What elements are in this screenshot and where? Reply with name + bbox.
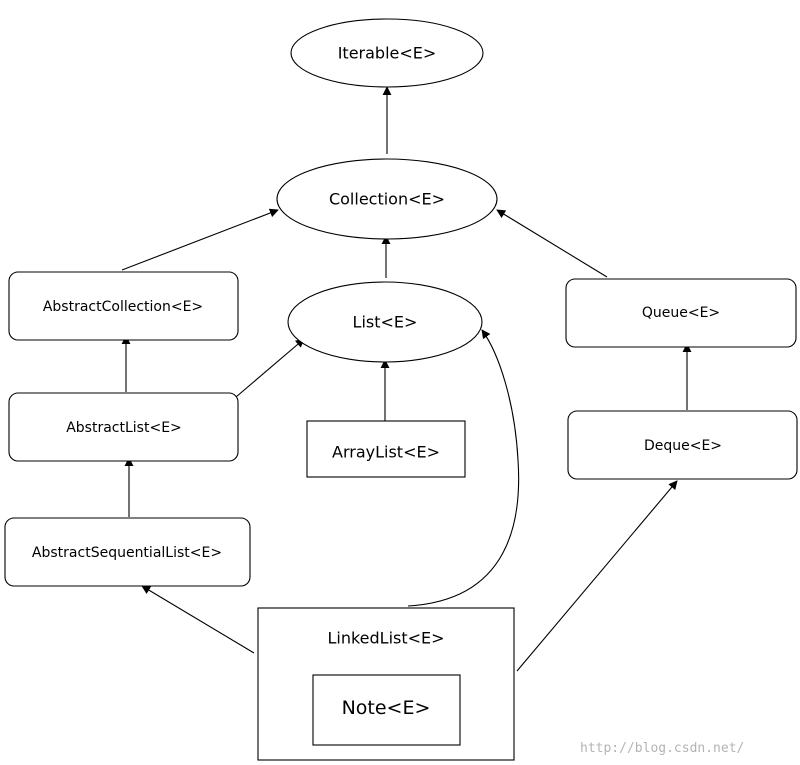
edge-linkedlist-to-deque [516, 480, 678, 672]
node-abstract-list-label: AbstractList<E> [66, 420, 182, 436]
node-abstract-collection-label: AbstractCollection<E> [43, 299, 203, 315]
node-deque-label: Deque<E> [644, 438, 722, 454]
edge-queue-to-collection [496, 209, 608, 278]
node-abstract-sequential-list: AbstractSequentialList<E> [4, 517, 251, 587]
node-array-list-label: ArrayList<E> [332, 443, 440, 462]
node-collection: Collection<E> [276, 158, 498, 240]
node-queue: Queue<E> [565, 278, 797, 348]
node-collection-label: Collection<E> [329, 190, 445, 209]
node-abstract-collection: AbstractCollection<E> [8, 271, 239, 341]
node-linked-list-label: LinkedList<E> [327, 629, 444, 648]
node-note: Note<E> [312, 674, 461, 746]
node-list-label: List<E> [353, 313, 418, 332]
node-list: List<E> [287, 281, 483, 363]
node-linked-list: LinkedList<E> Note<E> [257, 607, 515, 761]
node-array-list: ArrayList<E> [306, 420, 466, 478]
edge-abstractcollection-to-collection [121, 208, 279, 271]
edge-linkedlist-to-list [407, 329, 520, 607]
watermark-text: http://blog.csdn.net/ [580, 741, 744, 756]
edge-abstractlist-to-list [235, 338, 305, 398]
node-note-label: Note<E> [342, 697, 431, 719]
node-queue-label: Queue<E> [642, 305, 720, 321]
node-iterable-label: Iterable<E> [338, 44, 437, 63]
node-iterable: Iterable<E> [290, 18, 484, 88]
node-deque: Deque<E> [567, 410, 798, 480]
node-abstract-list: AbstractList<E> [8, 392, 239, 462]
node-abstract-sequential-list-label: AbstractSequentialList<E> [32, 545, 222, 561]
edge-linkedlist-to-abstractsequentiallist [141, 585, 255, 654]
